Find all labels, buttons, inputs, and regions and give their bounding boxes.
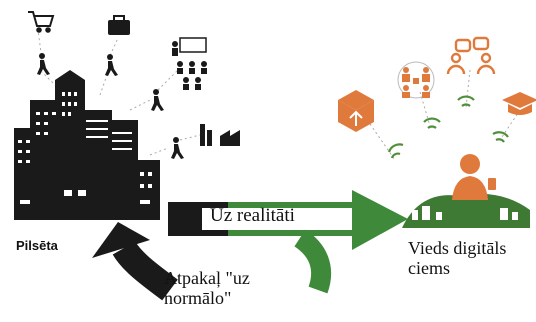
back-arrow-label: Atpakaļ "uz normālo" xyxy=(164,268,250,308)
city-label: Pilsēta xyxy=(16,238,58,253)
wifi-signal-icon xyxy=(492,131,509,143)
graduation-cap-icon xyxy=(502,92,536,115)
forward-arrow-label: Uz realitāti xyxy=(210,205,295,226)
meeting-people-icon xyxy=(397,61,435,99)
village-label: Vieds digitāls ciems xyxy=(408,238,506,278)
village-label-line-1: Vieds digitāls xyxy=(408,238,507,258)
presentation-group-icon xyxy=(172,37,207,90)
wifi-signal-icon xyxy=(423,117,441,129)
village-connector-lines xyxy=(369,69,521,161)
chat-people-icon xyxy=(446,36,496,75)
forward-arrow xyxy=(168,190,408,294)
back-arrow xyxy=(92,222,178,301)
walking-person-icon xyxy=(105,54,118,76)
walking-person-icon xyxy=(37,53,50,75)
city-skyline-icon xyxy=(14,70,160,220)
walking-person-icon xyxy=(151,89,164,111)
factory-icon xyxy=(200,124,240,146)
back-label-line-1: Atpakaļ "uz xyxy=(164,268,250,288)
box-upload-icon xyxy=(338,90,374,132)
village-label-line-2: ciems xyxy=(408,258,450,279)
farmer-person-icon xyxy=(452,154,496,200)
walking-person-icon xyxy=(171,137,184,159)
briefcase-icon xyxy=(108,15,130,35)
shopping-cart-icon xyxy=(28,11,55,33)
village-silhouette-icon xyxy=(402,193,530,228)
back-label-line-2: normālo" xyxy=(164,288,232,309)
wifi-signal-icon xyxy=(387,143,404,159)
wifi-signal-icon xyxy=(457,95,475,107)
